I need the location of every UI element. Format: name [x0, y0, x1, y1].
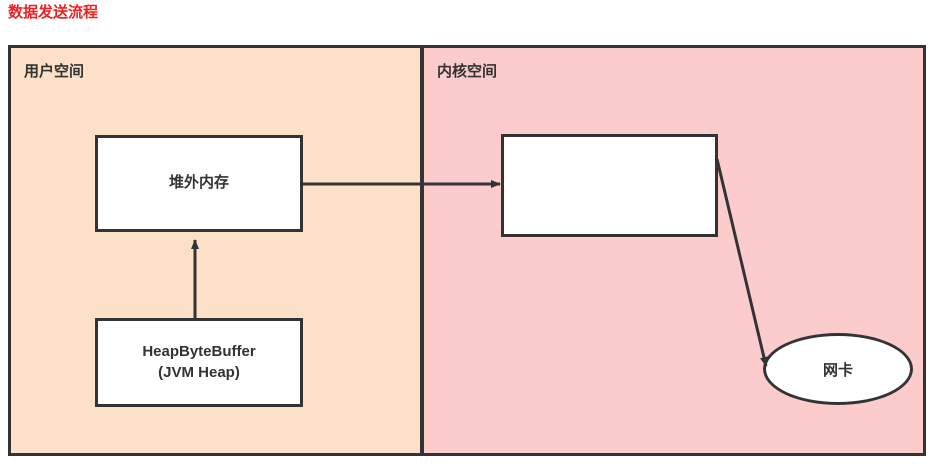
- node-offheap-memory-label: 堆外内存: [168, 174, 229, 192]
- node-heap-byte-buffer-label: HeapByteBuffer (JVM Heap): [142, 343, 256, 381]
- node-network-card-label: 网卡: [822, 361, 853, 379]
- node-heap-byte-buffer[interactable]: HeapByteBuffer (JVM Heap): [95, 318, 303, 407]
- node-offheap-memory[interactable]: 堆外内存: [95, 135, 303, 232]
- node-network-card[interactable]: 网卡: [763, 333, 913, 405]
- region-user-space-label: 用户空间: [24, 63, 85, 80]
- region-kernel-space-label: 内核空间: [437, 63, 498, 80]
- diagram-title: 数据发送流程: [8, 4, 99, 21]
- node-kernel-buffer[interactable]: [501, 134, 718, 237]
